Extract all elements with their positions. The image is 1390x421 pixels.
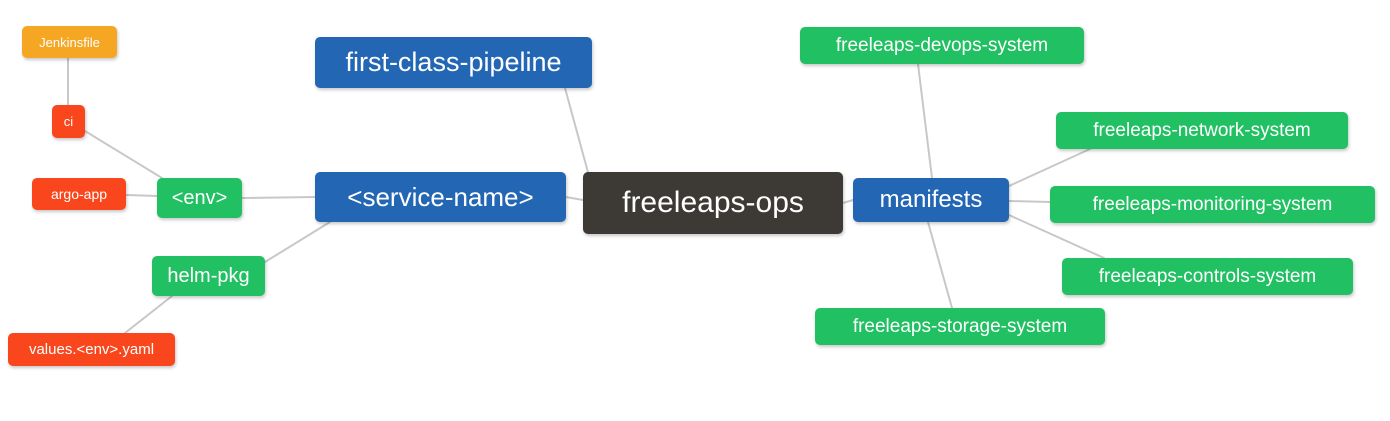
node-ci[interactable]: ci: [52, 105, 85, 138]
node-controls-system[interactable]: freeleaps-controls-system: [1062, 258, 1353, 295]
node-devops-system[interactable]: freeleaps-devops-system: [800, 27, 1084, 64]
node-label-ci: ci: [63, 114, 74, 129]
edge-service-name-to-helm-pkg: [264, 221, 331, 263]
edge-manifests-to-storage-system: [927, 221, 953, 309]
node-monitoring-system[interactable]: freeleaps-monitoring-system: [1050, 186, 1375, 223]
edge-env-to-ci: [84, 130, 163, 179]
node-manifests[interactable]: manifests: [853, 178, 1009, 222]
node-label-helm-pkg: helm-pkg: [167, 265, 250, 287]
node-first-class-pipeline[interactable]: first-class-pipeline: [315, 37, 592, 88]
edge-manifests-to-monitoring-system: [1008, 200, 1051, 203]
node-label-first-class-pipeline: first-class-pipeline: [345, 47, 562, 77]
edge-freeleaps-ops-to-first-class-pipeline: [564, 87, 590, 177]
node-label-storage-system: freeleaps-storage-system: [852, 316, 1068, 337]
edge-helm-pkg-to-values-env-yaml: [124, 295, 173, 334]
node-label-manifests: manifests: [879, 186, 983, 213]
edge-freeleaps-ops-to-manifests: [842, 199, 854, 204]
node-label-env: <env>: [171, 187, 228, 209]
node-storage-system[interactable]: freeleaps-storage-system: [815, 308, 1105, 345]
node-values-env-yaml[interactable]: values.<env>.yaml: [8, 333, 175, 366]
edge-manifests-to-network-system: [1008, 148, 1091, 187]
node-label-freeleaps-ops: freeleaps-ops: [622, 186, 804, 219]
node-helm-pkg[interactable]: helm-pkg: [152, 256, 265, 296]
node-label-jenkinsfile: Jenkinsfile: [39, 34, 100, 50]
edge-freeleaps-ops-to-service-name: [565, 196, 584, 201]
node-argo-app[interactable]: argo-app: [32, 178, 126, 210]
node-jenkinsfile[interactable]: Jenkinsfile: [22, 26, 117, 58]
node-label-argo-app: argo-app: [50, 186, 108, 202]
node-freeleaps-ops[interactable]: freeleaps-ops: [583, 172, 843, 234]
node-network-system[interactable]: freeleaps-network-system: [1056, 112, 1348, 149]
node-label-devops-system: freeleaps-devops-system: [835, 35, 1049, 56]
node-label-network-system: freeleaps-network-system: [1093, 120, 1311, 141]
node-env[interactable]: <env>: [157, 178, 242, 218]
edge-manifests-to-devops-system: [917, 63, 933, 179]
node-label-service-name: <service-name>: [347, 182, 534, 212]
node-service-name[interactable]: <service-name>: [315, 172, 566, 222]
node-label-values-env-yaml: values.<env>.yaml: [28, 341, 155, 358]
node-label-monitoring-system: freeleaps-monitoring-system: [1092, 194, 1333, 215]
edge-service-name-to-env: [241, 196, 316, 199]
node-label-controls-system: freeleaps-controls-system: [1098, 266, 1317, 287]
edge-env-to-argo-app: [125, 194, 158, 197]
